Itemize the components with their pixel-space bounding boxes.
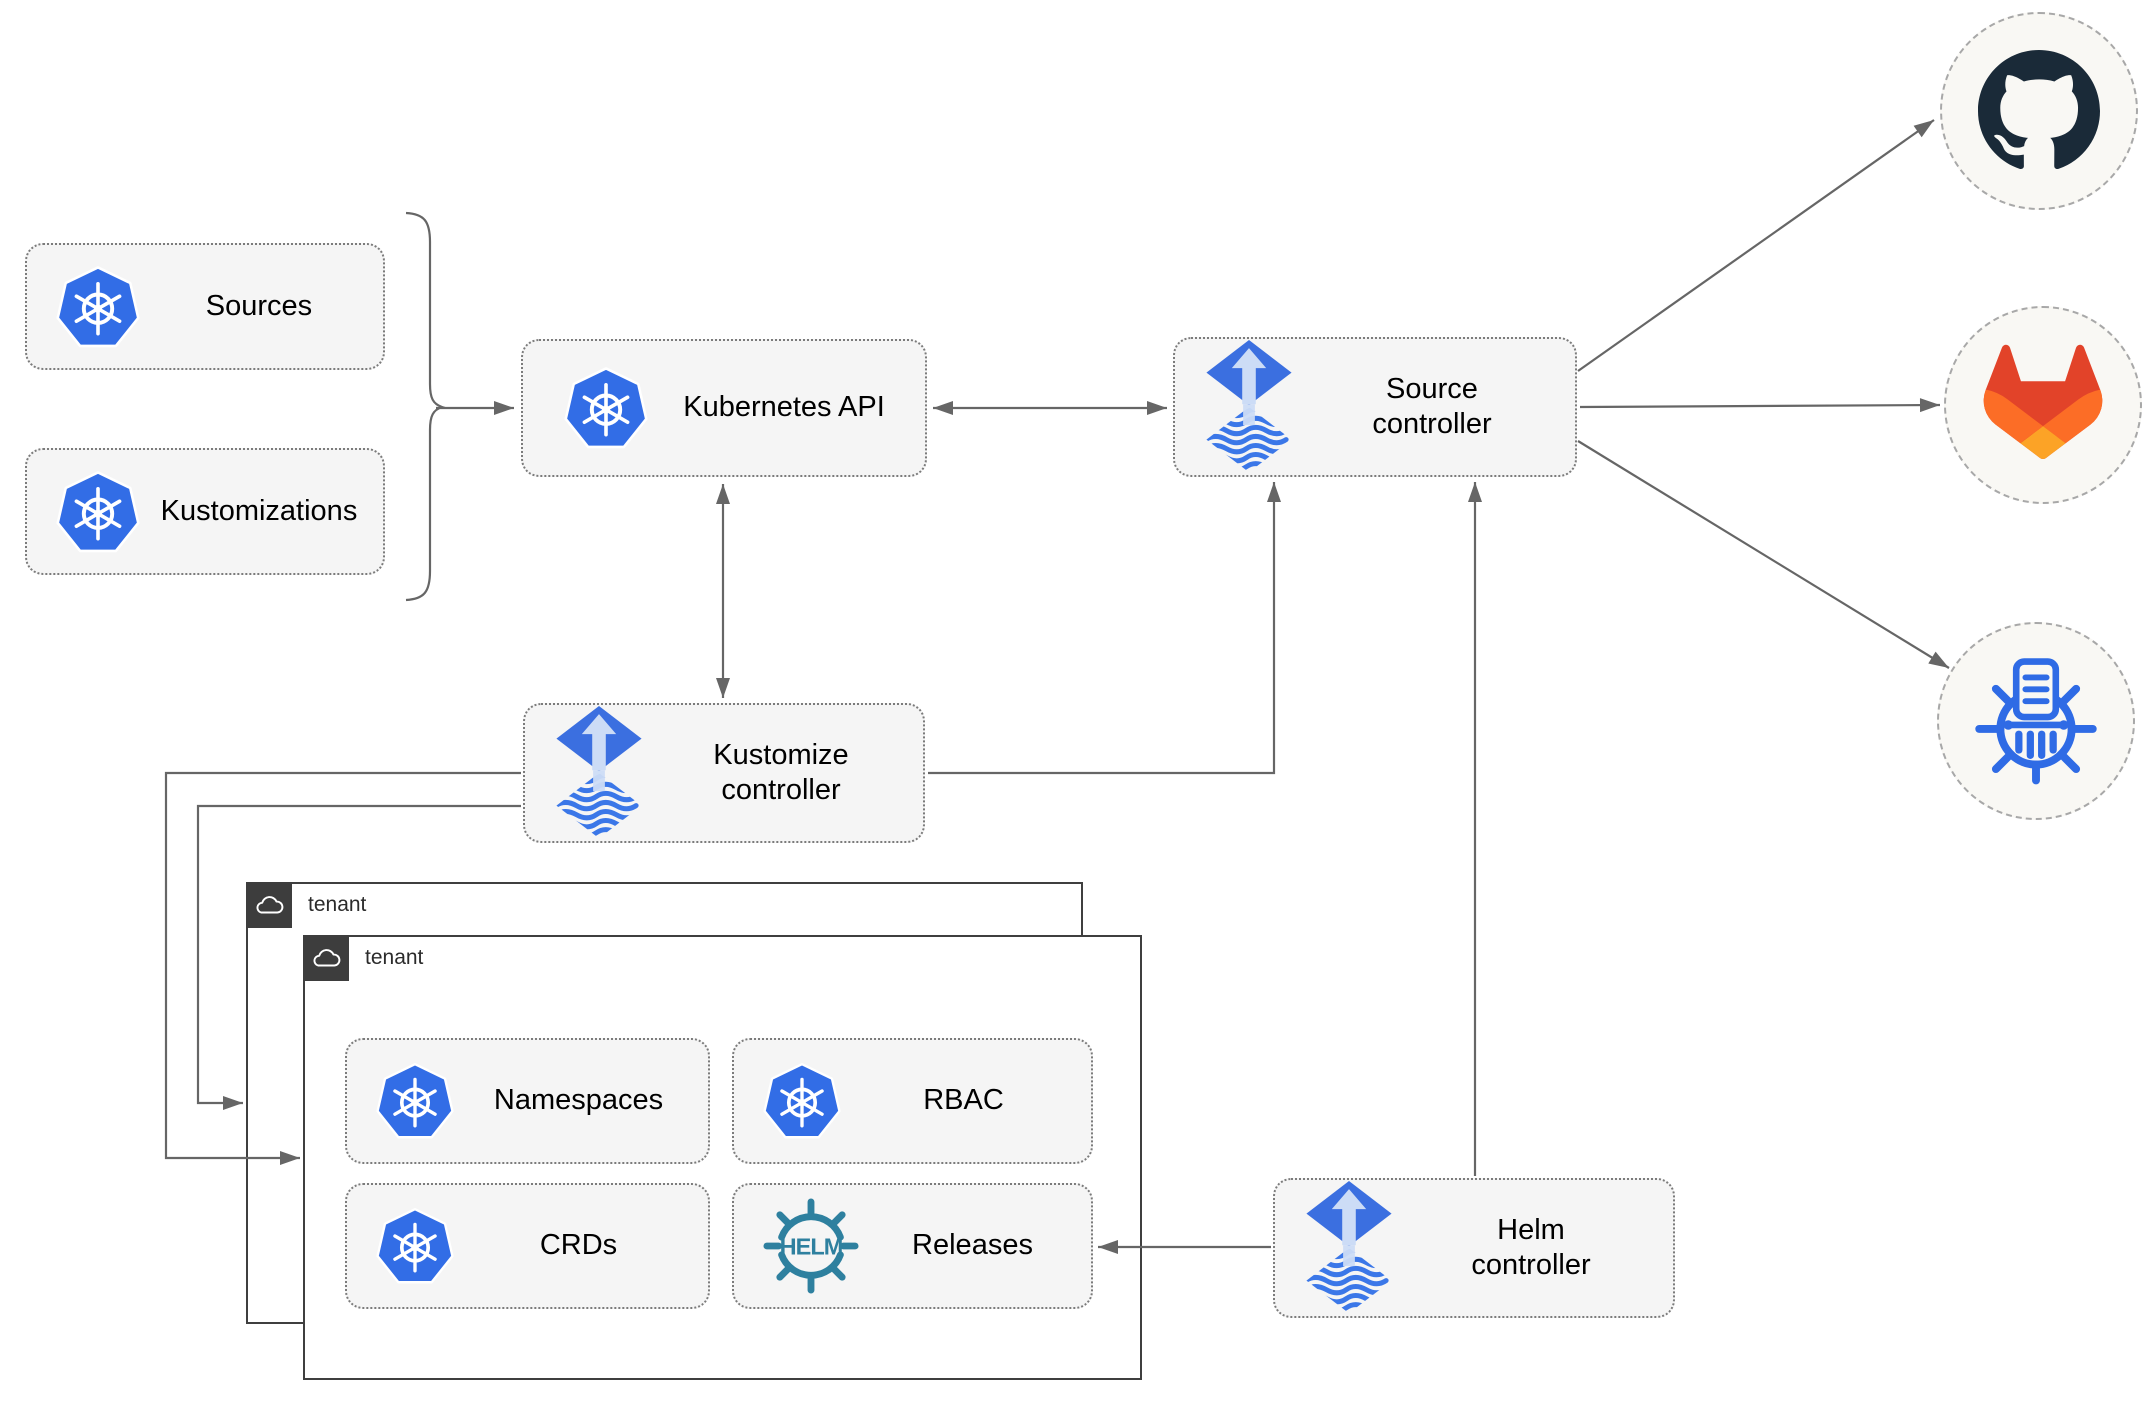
node-kustomizations: Kustomizations [25,448,385,575]
kubernetes-icon [55,264,141,350]
kubernetes-icon [762,1061,842,1141]
gitlab-repository [1944,306,2142,504]
helm-wordmark: HELM [780,1233,843,1259]
cloud-badge [246,882,292,928]
node-sources-label: Sources [205,289,313,322]
cloud-icon [254,894,284,916]
node-releases-label: Releases [912,1229,1033,1262]
node-rbac-label: RBAC [923,1084,1004,1117]
node-kubernetes-api-label: Kubernetes API [683,391,885,424]
node-crds-label: CRDs [539,1229,618,1262]
edge-kustomizectl-to-sourcectl [928,482,1281,775]
cloud-badge [303,935,349,981]
edge-sourcectl-to-helmrepo [1577,440,1950,669]
label-line: Helm [1497,1213,1565,1246]
kubernetes-icon [563,365,649,451]
node-kustomizations-label: Kustomizations [160,494,358,527]
label-line: Source [1386,372,1478,405]
tenant-inner-label: tenant [365,946,424,969]
label-line: controller [1372,408,1492,440]
node-namespaces: Namespaces [345,1038,710,1164]
flux-icon [1303,1181,1395,1315]
edge-sourcectl-to-github [1577,119,1935,372]
gitlab-icon [1983,344,2103,460]
github-repository [1940,12,2138,210]
node-namespaces-label: Namespaces [493,1084,664,1117]
node-sources: Sources [25,243,385,370]
github-icon [1978,50,2100,169]
node-releases: HELM Releases [732,1183,1093,1309]
label-line: controller [721,774,841,806]
flux-icon [1203,340,1295,474]
node-kubernetes-api: Kubernetes API [521,339,927,477]
label-line: controller [1471,1249,1591,1281]
tenant-outer-label: tenant [308,893,367,916]
kubernetes-icon [55,469,141,555]
flux-icon [553,706,645,840]
helm-icon: HELM [762,1197,860,1295]
cloud-icon [311,947,341,969]
helm-repository [1937,622,2135,820]
kubernetes-icon [375,1061,455,1141]
node-crds: CRDs [345,1183,710,1309]
node-rbac: RBAC [732,1038,1093,1164]
helm-repository-icon [1975,658,2097,785]
kubernetes-icon [375,1206,455,1286]
brace-sources-group [405,211,446,602]
edge-sourcectl-to-gitlab [1579,398,1941,413]
label-line: Kustomize [713,738,849,771]
